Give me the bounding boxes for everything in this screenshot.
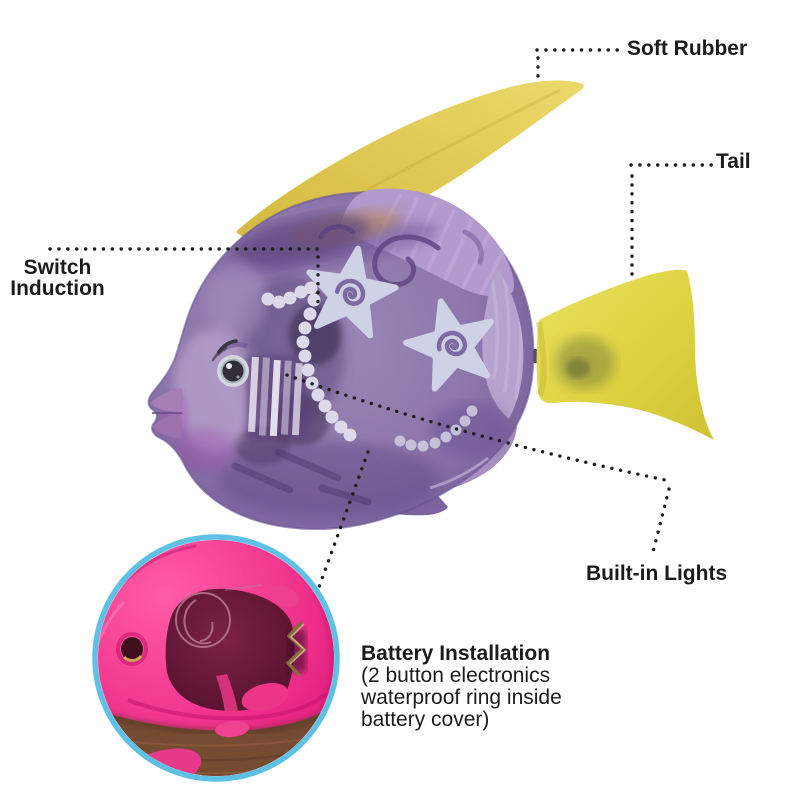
soft-rubber-label: Soft Rubber bbox=[627, 37, 748, 60]
tail-fin bbox=[523, 269, 714, 440]
battery-desc-line3: battery cover) bbox=[361, 708, 490, 731]
compartment-rib bbox=[216, 674, 238, 714]
bead-chain bbox=[261, 281, 357, 442]
battery-cover-inset bbox=[92, 534, 340, 782]
built-in-lights-label: Built-in Lights bbox=[586, 562, 728, 585]
screw-mark bbox=[175, 584, 263, 648]
leader-line-battery bbox=[317, 450, 370, 589]
leader-lines bbox=[48, 48, 714, 589]
inset-circle-border bbox=[92, 534, 340, 782]
switch-induction-line1: Switch bbox=[23, 256, 92, 279]
switch-induction-label: Switch Induction bbox=[0, 257, 115, 299]
leader-line-lights-v bbox=[650, 487, 671, 558]
fish-body bbox=[147, 188, 535, 531]
battery-installation-label: Battery Installation (2 button electroni… bbox=[361, 643, 562, 731]
shine-window bbox=[248, 356, 303, 437]
fish-mouth bbox=[150, 388, 184, 438]
bottom-fin-streaks bbox=[231, 448, 372, 506]
metal-clip bbox=[286, 620, 307, 678]
fish-eye bbox=[211, 339, 249, 387]
battery-compartment bbox=[165, 588, 295, 711]
cover-hole bbox=[116, 632, 148, 666]
bead-chain-lower bbox=[394, 405, 478, 452]
swirl-decoration bbox=[318, 224, 484, 288]
battery-desc-line1: (2 button electronics bbox=[361, 664, 551, 687]
battery-desc-line2: waterproof ring inside bbox=[361, 686, 562, 709]
tail-label: Tail bbox=[716, 150, 751, 173]
battery-installation-title: Battery Installation bbox=[361, 642, 551, 665]
switch-induction-line2: Induction bbox=[10, 277, 105, 300]
